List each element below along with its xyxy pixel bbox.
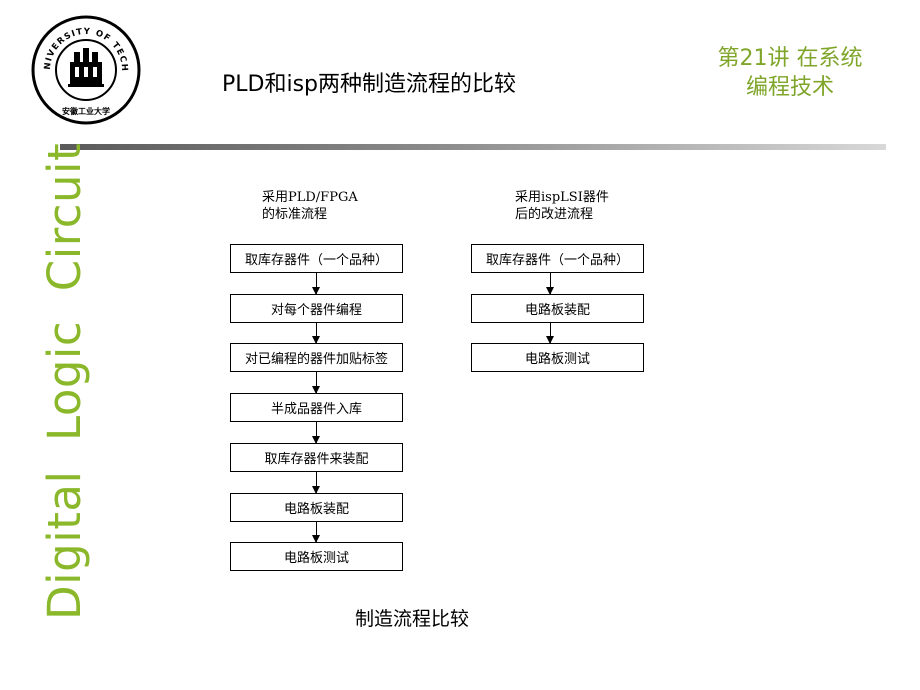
logo-chinese-text: 安徽工业大学	[62, 106, 110, 116]
left-step-7: 电路板测试	[230, 542, 403, 571]
right-label-line1: 采用ispLSI器件	[515, 190, 609, 205]
left-arrow-3	[312, 372, 320, 394]
left-arrow-6	[312, 522, 320, 543]
side-course-title: Digital Logic Circuit	[38, 142, 91, 620]
left-step-6: 电路板装配	[230, 493, 403, 522]
left-step-1: 取库存器件（一个品种）	[230, 244, 403, 273]
left-step-4: 半成品器件入库	[230, 393, 403, 422]
left-step-5: 取库存器件来装配	[230, 443, 403, 472]
left-step-2: 对每个器件编程	[230, 294, 403, 323]
right-step-1: 取库存器件（一个品种）	[471, 244, 644, 273]
lecture-title: 第21讲 在系统 编程技术	[690, 44, 890, 102]
right-arrow-1	[546, 273, 554, 295]
diagram-caption: 制造流程比较	[355, 608, 470, 630]
lecture-title-line2: 编程技术	[745, 75, 834, 100]
left-step-3: 对已编程的器件加贴标签	[230, 343, 403, 372]
left-column-label: 采用PLD/FPGA 的标准流程	[262, 189, 358, 223]
right-label-line2: 后的改进流程	[515, 207, 594, 222]
left-arrow-5	[312, 472, 320, 494]
lecture-title-line1: 第21讲 在系统	[717, 46, 863, 71]
university-seal-icon: ANHUI UNIVERSITY OF TECHNOLOGY 安徽工业大学	[25, 7, 141, 125]
right-column-label: 采用ispLSI器件 后的改进流程	[515, 189, 609, 223]
right-step-2: 电路板装配	[471, 294, 644, 323]
slide-title: PLD和isp两种制造流程的比较	[222, 72, 517, 97]
university-logo: ANHUI UNIVERSITY OF TECHNOLOGY 安徽工业大学	[25, 7, 142, 126]
right-arrow-2	[546, 323, 554, 344]
right-step-3: 电路板测试	[471, 343, 644, 372]
left-arrow-4	[312, 422, 320, 444]
left-label-line1: 采用PLD/FPGA	[262, 190, 358, 205]
left-label-line2: 的标准流程	[262, 207, 328, 222]
left-arrow-1	[312, 273, 320, 295]
left-arrow-2	[312, 323, 320, 344]
header-divider	[60, 144, 886, 150]
